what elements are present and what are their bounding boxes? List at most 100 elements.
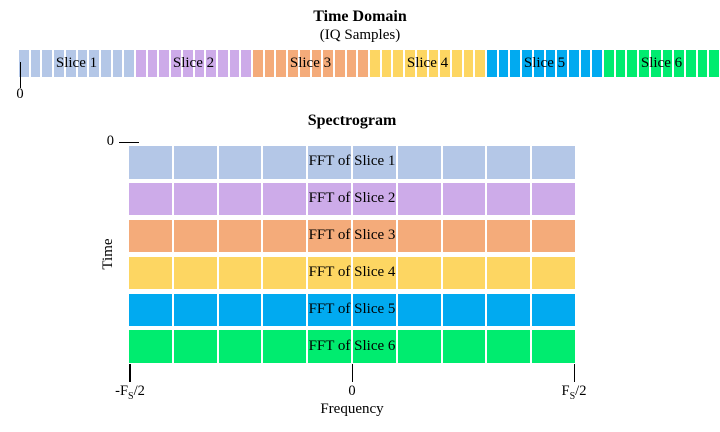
iq-sample-segment bbox=[136, 50, 146, 77]
iq-sample-segment bbox=[592, 50, 603, 77]
iq-sample-segment bbox=[159, 50, 170, 77]
iq-sample-segment bbox=[510, 50, 521, 77]
fft-cell bbox=[442, 146, 486, 179]
iq-sample-segment bbox=[217, 50, 228, 77]
x-tick-right-sub: S bbox=[569, 390, 576, 402]
fft-cell bbox=[532, 330, 575, 363]
fft-cell bbox=[397, 146, 441, 179]
x-tick-label-left: -FS/2 bbox=[100, 383, 160, 402]
iq-sample-segment bbox=[182, 50, 193, 77]
iq-sample-segment bbox=[54, 50, 64, 77]
x-tick-left bbox=[129, 364, 131, 382]
iq-sample-segment bbox=[627, 50, 638, 77]
slice-label: Slice 2 bbox=[172, 54, 215, 71]
fft-cell bbox=[263, 293, 307, 327]
fft-cell bbox=[308, 293, 351, 327]
iq-sample-segment bbox=[615, 50, 626, 77]
spectrogram-y-axis-label: Time bbox=[100, 238, 116, 270]
time-origin-label: 0 bbox=[16, 86, 24, 102]
iq-sample-segment bbox=[568, 50, 579, 77]
fft-cell bbox=[487, 293, 531, 327]
time-slice: Slice 4 bbox=[370, 50, 486, 77]
iq-sample-segment bbox=[253, 50, 263, 77]
iq-sample-segment bbox=[674, 50, 684, 77]
iq-sample-segment bbox=[533, 50, 544, 77]
fft-cell bbox=[397, 293, 441, 327]
fft-cell bbox=[218, 256, 262, 290]
spectrogram-title: Spectrogram bbox=[307, 112, 397, 129]
iq-sample-segment bbox=[498, 50, 509, 77]
iq-sample-segment bbox=[545, 50, 556, 77]
time-slice: Slice 5 bbox=[487, 50, 603, 77]
x-tick-right bbox=[573, 364, 576, 382]
fft-cell bbox=[442, 293, 486, 327]
iq-sample-segment bbox=[264, 50, 275, 77]
fft-cell bbox=[442, 219, 486, 253]
iq-sample-segment bbox=[487, 50, 497, 77]
iq-sample-segment bbox=[77, 50, 88, 77]
iq-sample-segment bbox=[346, 50, 357, 77]
iq-sample-segment bbox=[147, 50, 158, 77]
fft-cell bbox=[129, 182, 172, 216]
fft-cell bbox=[263, 330, 307, 363]
time-slice: Slice 1 bbox=[19, 50, 135, 77]
iq-sample-segment bbox=[288, 50, 298, 77]
iq-sample-segment bbox=[206, 50, 216, 77]
fft-row-label: FFT of Slice 2 bbox=[308, 190, 396, 207]
fft-cell bbox=[487, 256, 531, 290]
iq-sample-segment bbox=[697, 50, 708, 77]
fft-cell bbox=[532, 256, 575, 290]
spectrogram-x-axis-label: Frequency bbox=[320, 401, 384, 417]
iq-sample-segment bbox=[241, 50, 252, 77]
fft-row-label: FFT of Slice 6 bbox=[308, 337, 396, 354]
fft-cell bbox=[218, 293, 262, 327]
fft-cell bbox=[352, 293, 396, 327]
fft-cell bbox=[308, 146, 351, 179]
x-tick-label-center: 0 bbox=[348, 383, 356, 399]
iq-sample-segment bbox=[440, 50, 450, 77]
iq-sample-segment bbox=[416, 50, 427, 77]
fft-cell bbox=[173, 219, 217, 253]
fft-cell bbox=[218, 146, 262, 179]
fft-cell bbox=[397, 219, 441, 253]
fft-cell bbox=[263, 256, 307, 290]
x-tick-center bbox=[351, 364, 354, 382]
iq-sample-segment bbox=[557, 50, 567, 77]
time-slice: Slice 2 bbox=[136, 50, 252, 77]
iq-sample-segment bbox=[405, 50, 415, 77]
fft-cell bbox=[263, 146, 307, 179]
fft-cell bbox=[173, 146, 217, 179]
x-tick-left-sub: S bbox=[128, 390, 134, 402]
fft-cell bbox=[532, 182, 575, 216]
slice-label: Slice 4 bbox=[406, 54, 449, 71]
x-tick-right-post: /2 bbox=[575, 383, 587, 399]
fft-cell bbox=[442, 182, 486, 216]
fft-cell bbox=[487, 330, 531, 363]
iq-sample-segment bbox=[30, 50, 41, 77]
iq-sample-segment bbox=[428, 50, 439, 77]
fft-row-label: FFT of Slice 4 bbox=[308, 264, 396, 281]
fft-cell bbox=[129, 146, 172, 179]
iq-sample-segment bbox=[650, 50, 661, 77]
fft-cell bbox=[352, 146, 396, 179]
fft-cell bbox=[532, 293, 575, 327]
iq-sample-segment bbox=[311, 50, 322, 77]
x-tick-left-post: /2 bbox=[133, 383, 145, 399]
fft-cell bbox=[352, 330, 396, 363]
iq-sample-segment bbox=[522, 50, 532, 77]
slice-label: Slice 5 bbox=[523, 54, 566, 71]
iq-sample-segment bbox=[463, 50, 474, 77]
iq-sample-segment bbox=[639, 50, 649, 77]
fft-cell bbox=[442, 330, 486, 363]
fft-cell bbox=[263, 182, 307, 216]
fft-row-label: FFT of Slice 1 bbox=[308, 153, 396, 170]
slice-label: Slice 6 bbox=[640, 54, 683, 71]
fft-cell bbox=[308, 182, 351, 216]
spectrogram-y-origin-tick bbox=[119, 141, 139, 144]
slice-label: Slice 1 bbox=[55, 54, 98, 71]
iq-sample-segment bbox=[65, 50, 76, 77]
fft-cell bbox=[173, 256, 217, 290]
spectrogram-y-origin-label: 0 bbox=[106, 133, 114, 149]
